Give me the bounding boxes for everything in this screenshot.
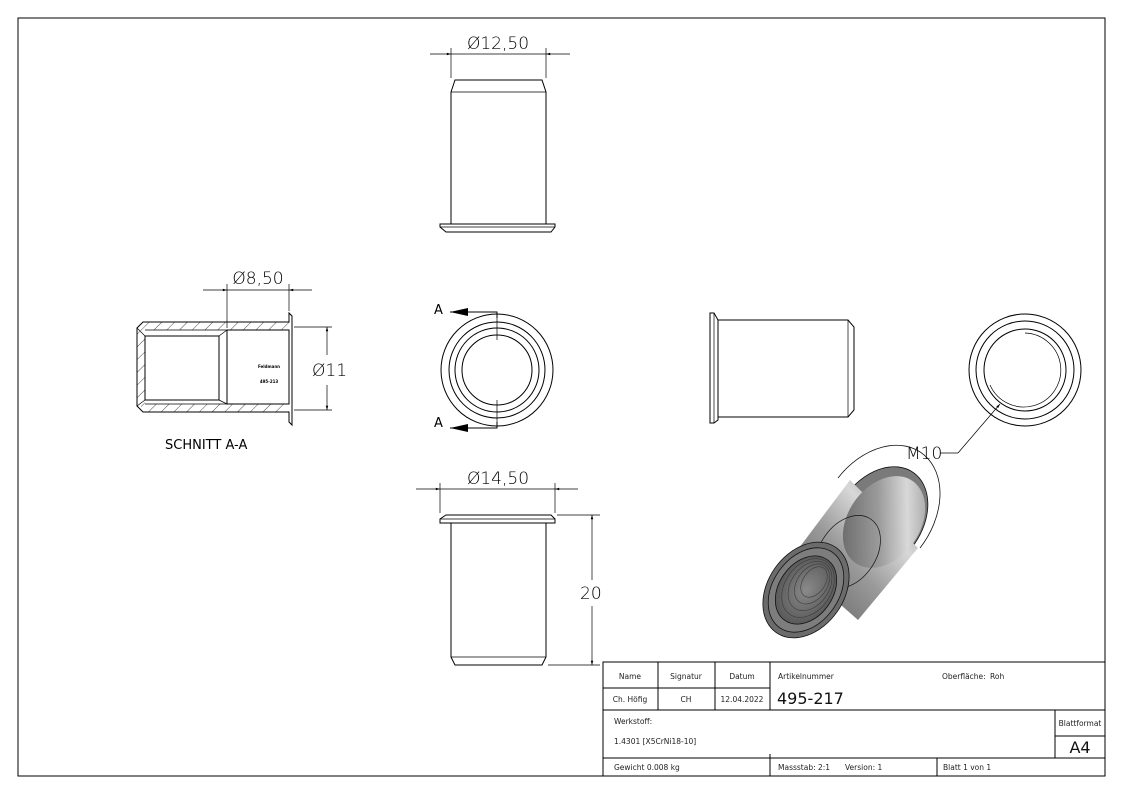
bore-diameter-dimension: Ø8,50 [232,269,283,289]
signature-header: Signatur [670,672,703,681]
surface-label: Oberfläche: [942,672,986,681]
material-label: Werkstoff: [614,717,652,726]
name-value: Ch. Höfig [613,695,648,704]
isometric-view [762,444,941,639]
material-value: 1.4301 [X5CrNi18-10] [614,737,696,746]
date-header: Datum [729,672,754,681]
bottom-view: Ø14,50 20 [416,469,602,666]
sheet-number: Blatt 1 von 1 [943,763,991,772]
thread-callout: M10 [906,444,942,464]
section-marker-a-bottom: A [434,416,443,431]
marking-text-2: 495-213 [260,379,279,384]
article-number: 495-217 [777,689,844,708]
date-value: 12.04.2022 [721,695,764,704]
format-value: A4 [1069,738,1090,757]
section-view: Feldmann 495-213 Ø8,50 Ø11 SCHNITT A-A [136,269,347,453]
format-label: Blattformat [1059,719,1102,728]
side-view [709,312,855,424]
marking-text-1: Feldmann [258,364,280,369]
version: Version: 1 [845,763,882,772]
sheet-border [17,17,1106,777]
outer-diameter-dimension: Ø11 [312,361,347,381]
top-view: Ø12,50 [430,34,570,233]
article-header: Artikelnummer [778,672,835,681]
signature-value: CH [681,695,692,704]
front-view: A A [434,303,554,432]
end-view: M10 [906,313,1082,464]
length-dimension: 20 [580,584,602,604]
top-diameter-dimension: Ø12,50 [467,34,529,54]
weight: Gewicht 0.008 kg [614,763,680,772]
name-header: Name [619,672,642,681]
title-block: Name Signatur Datum Artikelnummer Oberfl… [602,661,1106,777]
scale: Massstab: 2:1 [778,763,830,772]
surface-value: Roh [990,672,1004,681]
flange-diameter-dimension: Ø14,50 [467,469,529,489]
section-title: SCHNITT A-A [165,438,247,453]
section-marker-a-top: A [434,303,443,318]
